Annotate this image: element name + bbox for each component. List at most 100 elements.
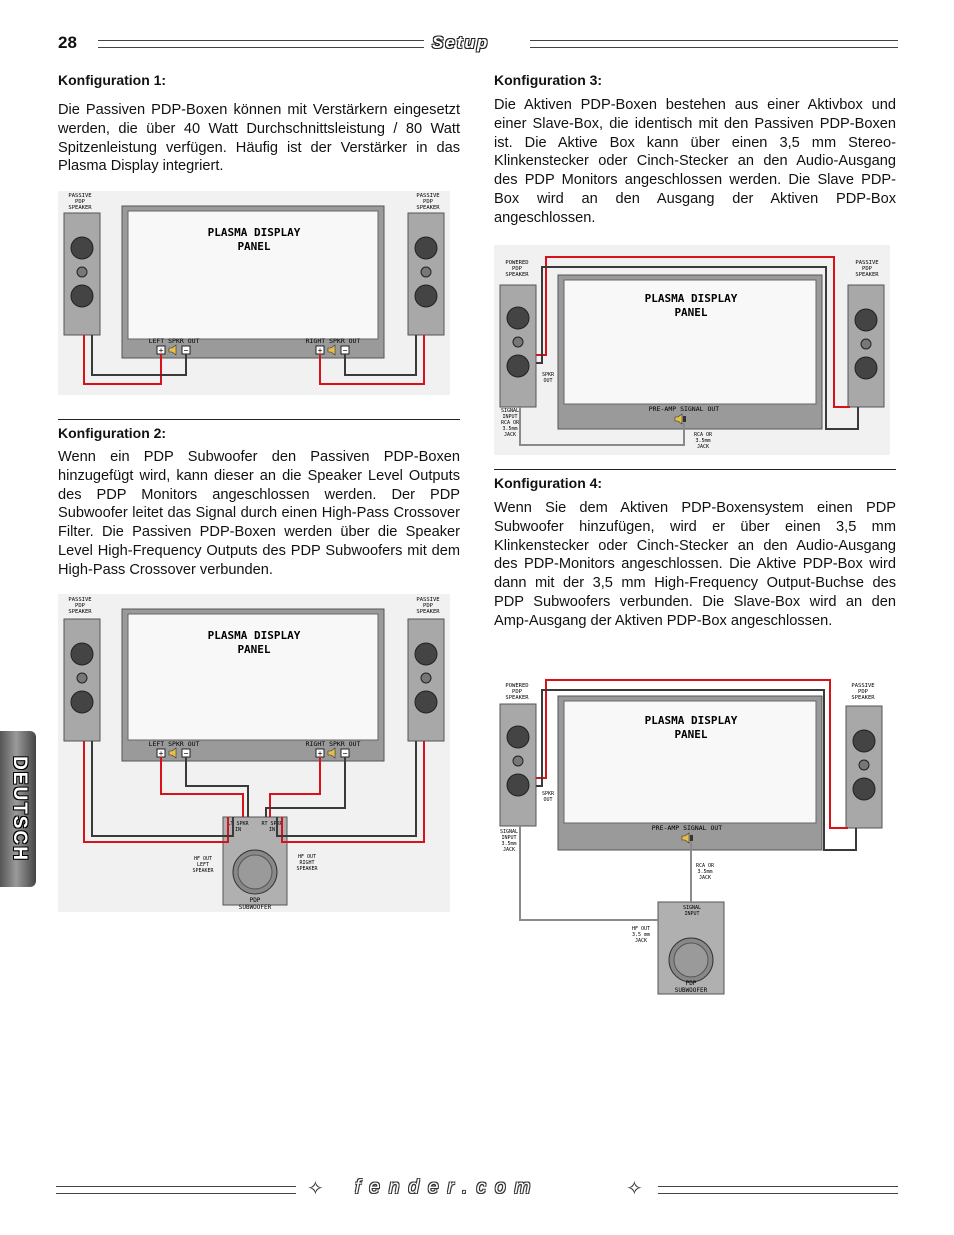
d2-right-speaker	[407, 618, 445, 742]
d4-signal-input-2: INPUT	[501, 835, 516, 841]
d1-panel-title-2: PANEL	[237, 240, 270, 253]
config-1-body: Die Passiven PDP-Boxen können mit Verstä…	[58, 102, 460, 175]
diagram-config-1: PLASMA DISPLAY PANEL LEFT SPKR OUT RIGHT…	[58, 191, 450, 395]
d1-right-speaker	[407, 212, 445, 336]
d4-panel-title-2: PANEL	[674, 728, 707, 741]
diagram-config-2: PLASMA DISPLAY PANEL LEFT SPKR OUT RIGHT…	[58, 594, 450, 912]
d4-left-speaker-l1: POWERED	[505, 683, 528, 689]
config-2-heading: Konfiguration 2:	[58, 425, 167, 441]
d3-rca-1: RCA OR	[694, 432, 713, 438]
star-icon: ✧	[626, 1178, 643, 1200]
d4-right-speaker-l2: PDP	[858, 689, 869, 695]
d4-wire-hf-gray	[519, 826, 658, 921]
d1-right-out-label: RIGHT SPKR OUT	[306, 337, 361, 345]
d4-subwoofer	[657, 901, 725, 995]
config-1-heading: Konfiguration 1:	[58, 72, 167, 88]
d1-right-speaker-l3: SPEAKER	[416, 205, 440, 211]
footer-rule-right	[658, 1186, 898, 1194]
svg-text:+: +	[159, 749, 164, 758]
d3-spkr-out-2: OUT	[543, 378, 552, 384]
svg-text:−: −	[184, 749, 189, 758]
d1-wire-left-dark	[91, 335, 187, 376]
d2-hf-right-1: HF OUT	[298, 854, 316, 860]
d2-sub-rt-in-2: IN	[269, 827, 275, 833]
d4-hf-out-3: JACK	[635, 938, 647, 944]
d4-preamp-jack-icon	[681, 832, 690, 844]
d1-right-speaker-l2: PDP	[423, 199, 434, 205]
d3-spkr-out-1: SPKR	[542, 372, 555, 378]
d2-wire-left-red	[160, 757, 244, 817]
d4-rca-2: 3.5mm	[697, 869, 712, 875]
d2-wire-left-dark	[185, 757, 249, 817]
d2-right-speaker-l1: PASSIVE	[416, 597, 439, 603]
d1-left-out-label: LEFT SPKR OUT	[149, 337, 200, 345]
d2-right-terminals: + −	[315, 747, 350, 759]
section-title: Setup	[432, 33, 490, 52]
d2-sub-label-2: SUBWOOFER	[239, 904, 272, 911]
d2-panel-title-2: PANEL	[237, 643, 270, 656]
d3-right-speaker	[847, 284, 885, 408]
d3-right-speaker-l3: SPEAKER	[855, 272, 879, 278]
footer-website[interactable]: fender.com	[355, 1177, 540, 1198]
d4-hf-out-1: HF OUT	[632, 926, 650, 932]
d2-left-terminals: + −	[156, 747, 191, 759]
diagram-config-4: PLASMA DISPLAY PANEL PRE-AMP SIGNAL OUT …	[494, 668, 890, 996]
d2-wire-right-red	[269, 757, 321, 817]
svg-text:+: +	[159, 346, 164, 355]
svg-text:−: −	[343, 749, 348, 758]
svg-text:−: −	[184, 346, 189, 355]
d4-rca-1: RCA OR	[696, 863, 715, 869]
language-side-tab: DEUTSCH	[0, 731, 36, 887]
d2-sub-label-1: PDP	[250, 897, 261, 904]
diagram-config-3: PLASMA DISPLAY PANEL PRE-AMP SIGNAL OUT …	[494, 245, 890, 455]
d4-left-speaker-l2: PDP	[512, 689, 523, 695]
d2-hf-left-1: HF OUT	[194, 856, 212, 862]
d4-signal-input-4: JACK	[503, 847, 515, 853]
d3-signal-input-4: 3.5mm	[502, 426, 517, 432]
d1-left-speaker	[63, 212, 101, 336]
d3-preamp-jack-icon	[674, 413, 683, 425]
d1-right-terminals: + −	[315, 344, 350, 356]
d3-wire-signal-gray	[519, 407, 685, 446]
separator-config-4	[494, 469, 896, 470]
d2-right-out-label: RIGHT SPKR OUT	[306, 740, 361, 748]
d1-left-terminals: + −	[156, 344, 191, 356]
d4-right-speaker	[845, 705, 883, 829]
d4-preamp-label: PRE-AMP SIGNAL OUT	[652, 824, 723, 832]
d3-preamp-label: PRE-AMP SIGNAL OUT	[649, 405, 720, 413]
d3-rca-3: JACK	[697, 444, 709, 450]
d2-wire-right-dark	[265, 757, 346, 817]
d2-sub-lt-in-1: LT SPKR	[227, 821, 249, 827]
d1-left-speaker-l2: PDP	[75, 199, 86, 205]
side-tab-label: DEUTSCH	[9, 756, 30, 862]
d4-right-speaker-l1: PASSIVE	[851, 683, 874, 689]
d2-wire-sub-right-dark	[276, 741, 417, 837]
star-icon: ✧	[307, 1178, 324, 1200]
d2-right-speaker-l2: PDP	[423, 603, 434, 609]
d3-signal-input-3: RCA OR	[501, 420, 520, 426]
svg-text:−: −	[343, 346, 348, 355]
d4-signal-input-3: 3.5mm	[501, 841, 516, 847]
d4-rca-3: JACK	[699, 875, 711, 881]
d4-spkr-out-2: OUT	[543, 797, 552, 803]
d1-right-speaker-l1: PASSIVE	[416, 193, 439, 199]
footer-rule-left	[56, 1186, 296, 1194]
svg-text:+: +	[318, 749, 323, 758]
d4-sub-label-1: PDP	[686, 980, 697, 987]
d2-hf-right-2: RIGHT	[299, 860, 314, 866]
d2-hf-right-3: SPEAKER	[296, 866, 318, 872]
d2-wire-sub-left-red	[83, 741, 229, 843]
d4-panel-title-1: PLASMA DISPLAY	[645, 714, 738, 727]
config-3-heading: Konfiguration 3:	[494, 72, 603, 88]
header-rule-right	[530, 40, 898, 48]
d2-left-speaker-l2: PDP	[75, 603, 86, 609]
d4-signal-input-1: SIGNAL	[500, 829, 518, 835]
d2-hf-left-2: LEFT	[197, 862, 209, 868]
d1-wire-right-red	[319, 335, 425, 385]
header-rule-left	[98, 40, 424, 48]
d1-wire-left-red	[83, 335, 162, 385]
d2-left-speaker-l1: PASSIVE	[68, 597, 91, 603]
d4-sub-signal-in-2: INPUT	[684, 911, 699, 917]
d2-panel-title-1: PLASMA DISPLAY	[208, 629, 301, 642]
d3-rca-2: 3.5mm	[695, 438, 710, 444]
